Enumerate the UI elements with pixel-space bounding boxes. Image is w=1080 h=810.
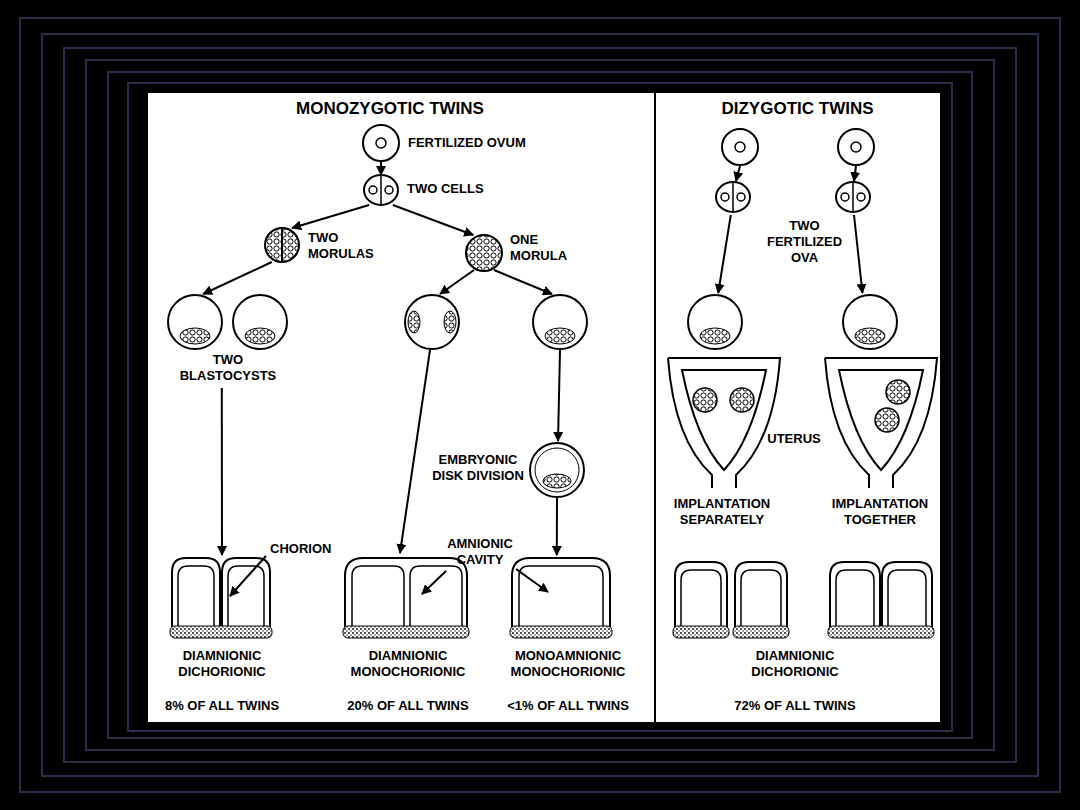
node-label: IMPLANTATION TOGETHER bbox=[820, 496, 940, 528]
connector-arrow bbox=[556, 497, 558, 555]
percentage-note: <1% OF ALL TWINS bbox=[493, 698, 643, 714]
node-label: IMPLANTATION SEPARATELY bbox=[662, 496, 782, 528]
divider-line bbox=[654, 93, 656, 722]
connector-arrow bbox=[380, 161, 382, 175]
layout-arrows bbox=[230, 166, 856, 596]
node-label: DIAMNIONIC MONOCHORIONIC bbox=[343, 648, 473, 680]
node-label: ONE MORULA bbox=[510, 232, 590, 264]
connector-arrow bbox=[393, 205, 473, 235]
cell-drawings bbox=[168, 125, 897, 497]
connector-arrow bbox=[854, 215, 862, 293]
node-label: DIZYGOTIC TWINS bbox=[655, 99, 940, 119]
connector-arrow bbox=[203, 262, 272, 294]
membrane-drawings bbox=[172, 558, 932, 628]
membrane-figure: DIAMNIONIC DICHORIONIC8% OF ALL TWINS bbox=[170, 555, 274, 642]
morula-figure: TWO MORULAS bbox=[265, 228, 299, 262]
membrane-figure: MONOAMNIONIC MONOCHORIONIC<1% OF ALL TWI… bbox=[510, 555, 614, 642]
node-label: TWO FERTILIZED OVA bbox=[757, 218, 852, 266]
node-label: TWO CELLS bbox=[407, 181, 484, 197]
twin-type-panel: DIZYGOTIC TWINS TWO FERTILIZED OVA IMPLANT… bbox=[655, 93, 940, 722]
morula-figure: ONE MORULA bbox=[466, 235, 502, 271]
node-label: MONOZYGOTIC TWINS bbox=[240, 99, 540, 119]
twin-type-panel: MONOZYGOTIC TWINS FERTILIZED OVUM TWO CELL… bbox=[148, 93, 655, 722]
node-label: EMBRYONIC DISK DIVISION bbox=[432, 452, 524, 484]
connector-arrow bbox=[718, 215, 731, 293]
callout-label: AMNIONIC CAVITY bbox=[435, 536, 525, 568]
uterus-figure: IMPLANTATION SEPARATELY bbox=[666, 293, 782, 489]
percentage-note: 8% OF ALL TWINS bbox=[147, 698, 297, 714]
node-label: TWO BLASTOCYSTS bbox=[168, 352, 288, 384]
placenta-bases bbox=[170, 626, 934, 638]
uterus-figure: IMPLANTATION TOGETHER bbox=[823, 293, 939, 489]
connector-arrow bbox=[221, 388, 223, 555]
connector-arrow bbox=[292, 205, 369, 228]
node-label: DIAMNIONIC DICHORIONIC bbox=[162, 648, 282, 680]
disk-figure: EMBRYONIC DISK DIVISION bbox=[530, 443, 584, 497]
callout-label: CHORION bbox=[270, 541, 331, 557]
membrane-figure: DIAMNIONIC MONOCHORIONIC20% OF ALL TWINS bbox=[343, 555, 469, 642]
percentage-note: 20% OF ALL TWINS bbox=[333, 698, 483, 714]
uterus-drawings bbox=[668, 358, 937, 488]
membrane-figure: DIAMNIONIC DICHORIONIC72% OF ALL TWINS bbox=[670, 557, 935, 642]
white-panel bbox=[148, 93, 940, 722]
ovum-figure: FERTILIZED OVUM bbox=[363, 125, 399, 161]
cell-figure: TWO CELLS bbox=[364, 175, 398, 205]
blastocyst-figure: TWO BLASTOCYSTS bbox=[166, 294, 290, 388]
node-label: MONOAMNIONIC MONOCHORIONIC bbox=[503, 648, 633, 680]
callout-label: UTERUS bbox=[764, 431, 824, 447]
node-label: TWO MORULAS bbox=[308, 230, 388, 262]
node-label: DIAMNIONIC DICHORIONIC bbox=[735, 648, 855, 680]
percentage-note: 72% OF ALL TWINS bbox=[720, 698, 870, 714]
slide-frames bbox=[20, 18, 1060, 792]
node-label: FERTILIZED OVUM bbox=[408, 135, 526, 151]
ova-figure: TWO FERTILIZED OVA bbox=[718, 127, 878, 215]
